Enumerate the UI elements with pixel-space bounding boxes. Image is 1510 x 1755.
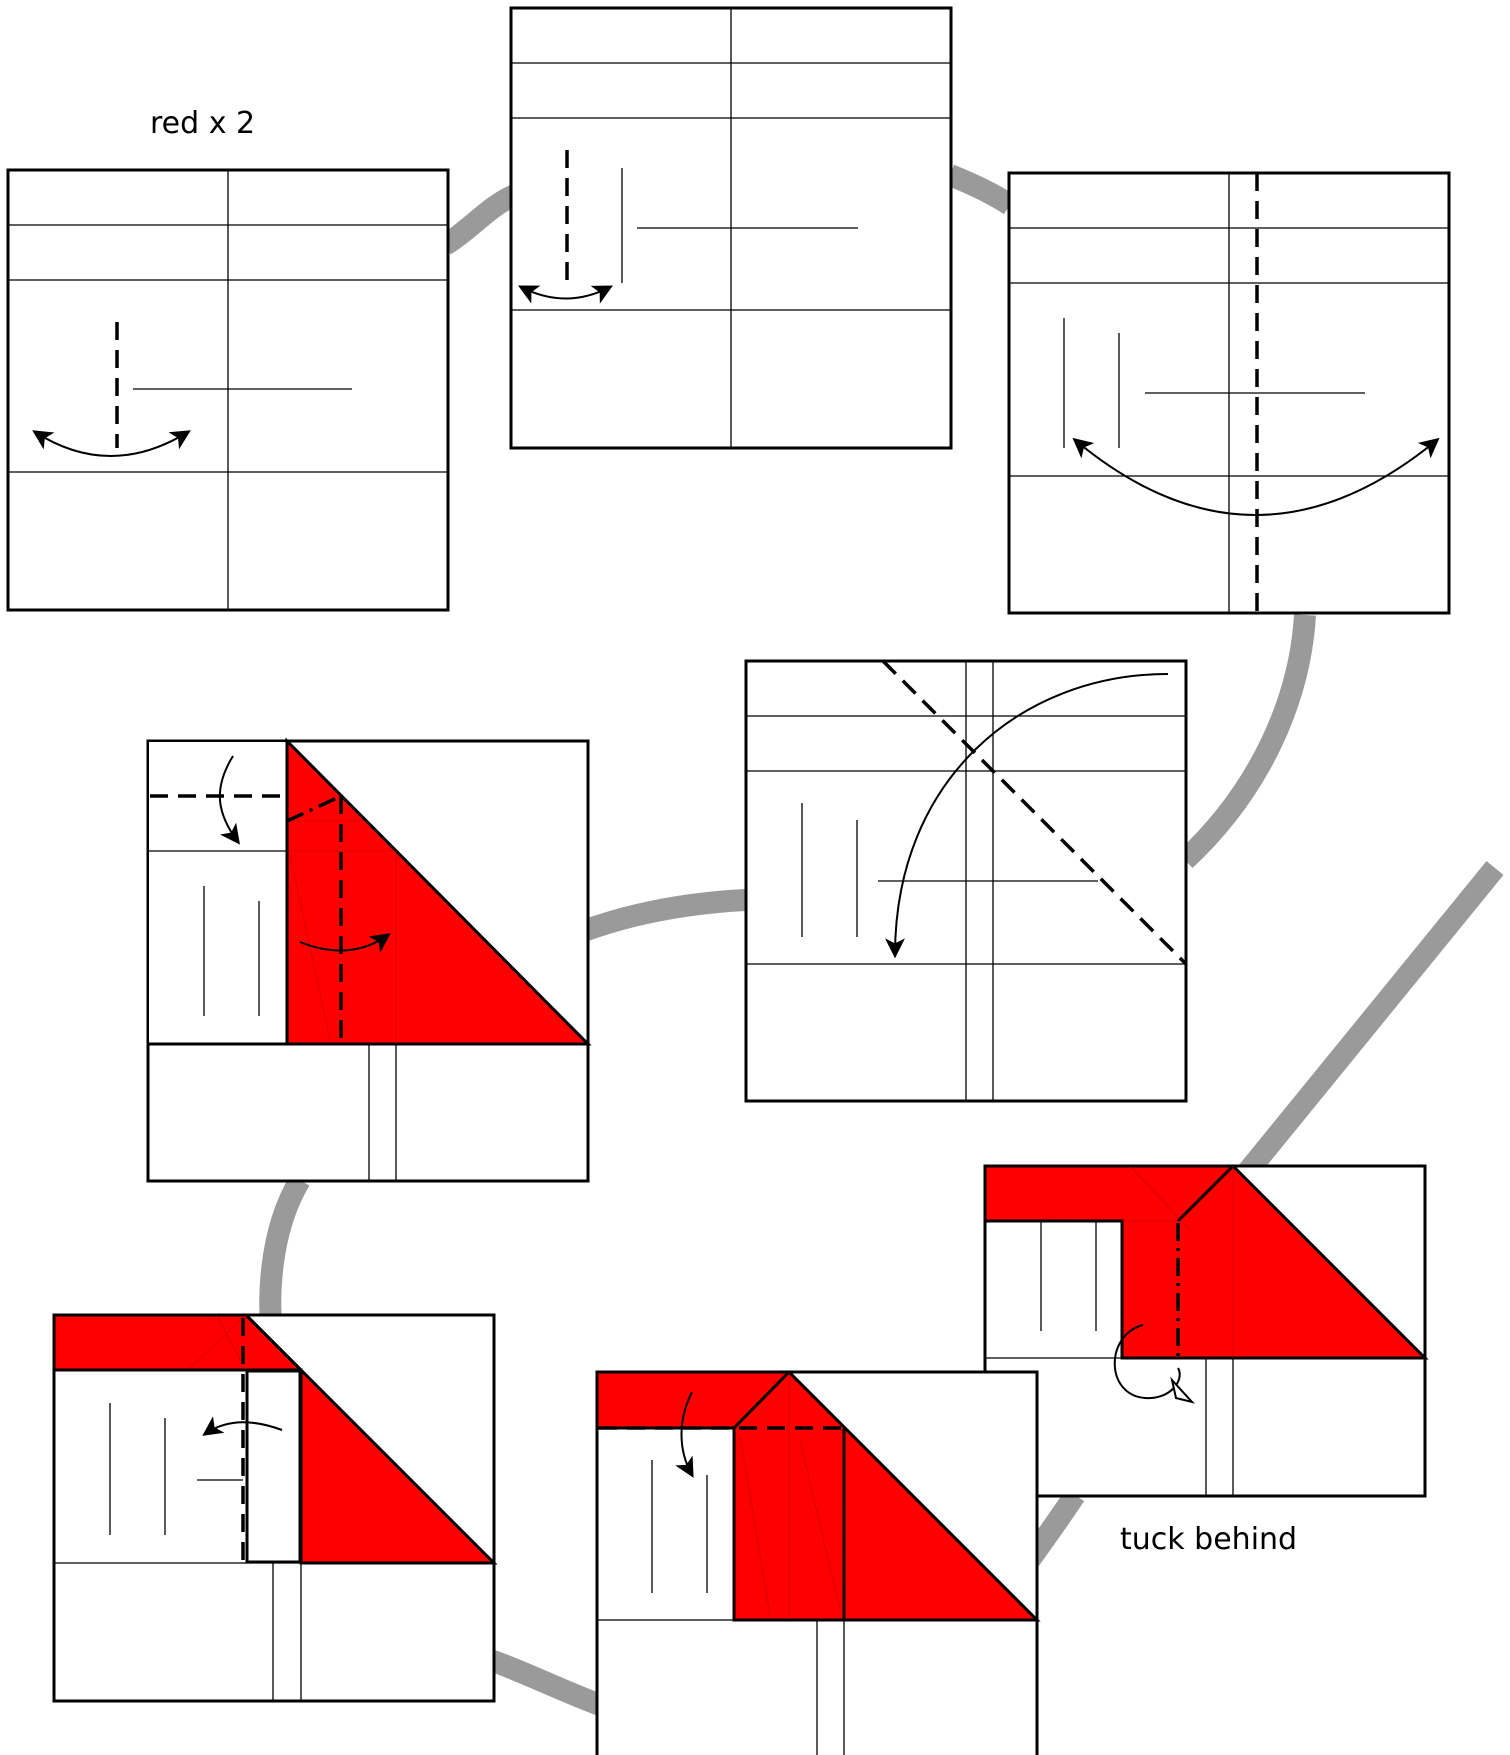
step-1-fold-arrow	[32, 430, 191, 457]
step-4-fold-arrow	[885, 673, 1169, 959]
step-5-arrow-swivel	[299, 933, 391, 953]
step-7-fold-arrow	[675, 1391, 694, 1478]
step-8-tuck-arrow	[1113, 1324, 1181, 1400]
step-4	[744, 659, 1188, 1103]
step-5-arrow-down	[218, 755, 240, 845]
step-1	[6, 168, 450, 612]
step-7	[595, 1370, 1041, 1755]
step-4-diagonal-fold	[881, 659, 1188, 966]
step-5-mountain-fold	[286, 794, 342, 823]
label-red-x2: red x 2	[150, 106, 255, 141]
label-tuck-behind: tuck behind	[1120, 1522, 1297, 1557]
step-5	[146, 737, 592, 1183]
step-6	[52, 1313, 498, 1703]
step-2-fold-arrow	[518, 285, 613, 304]
step-8	[983, 1164, 1429, 1498]
step-3-fold-arrow	[1072, 437, 1440, 516]
step-6-fold-arrow	[202, 1416, 283, 1436]
step-2	[509, 6, 953, 450]
step-8-arrow-head	[1170, 1376, 1195, 1404]
step-3	[1007, 171, 1451, 615]
